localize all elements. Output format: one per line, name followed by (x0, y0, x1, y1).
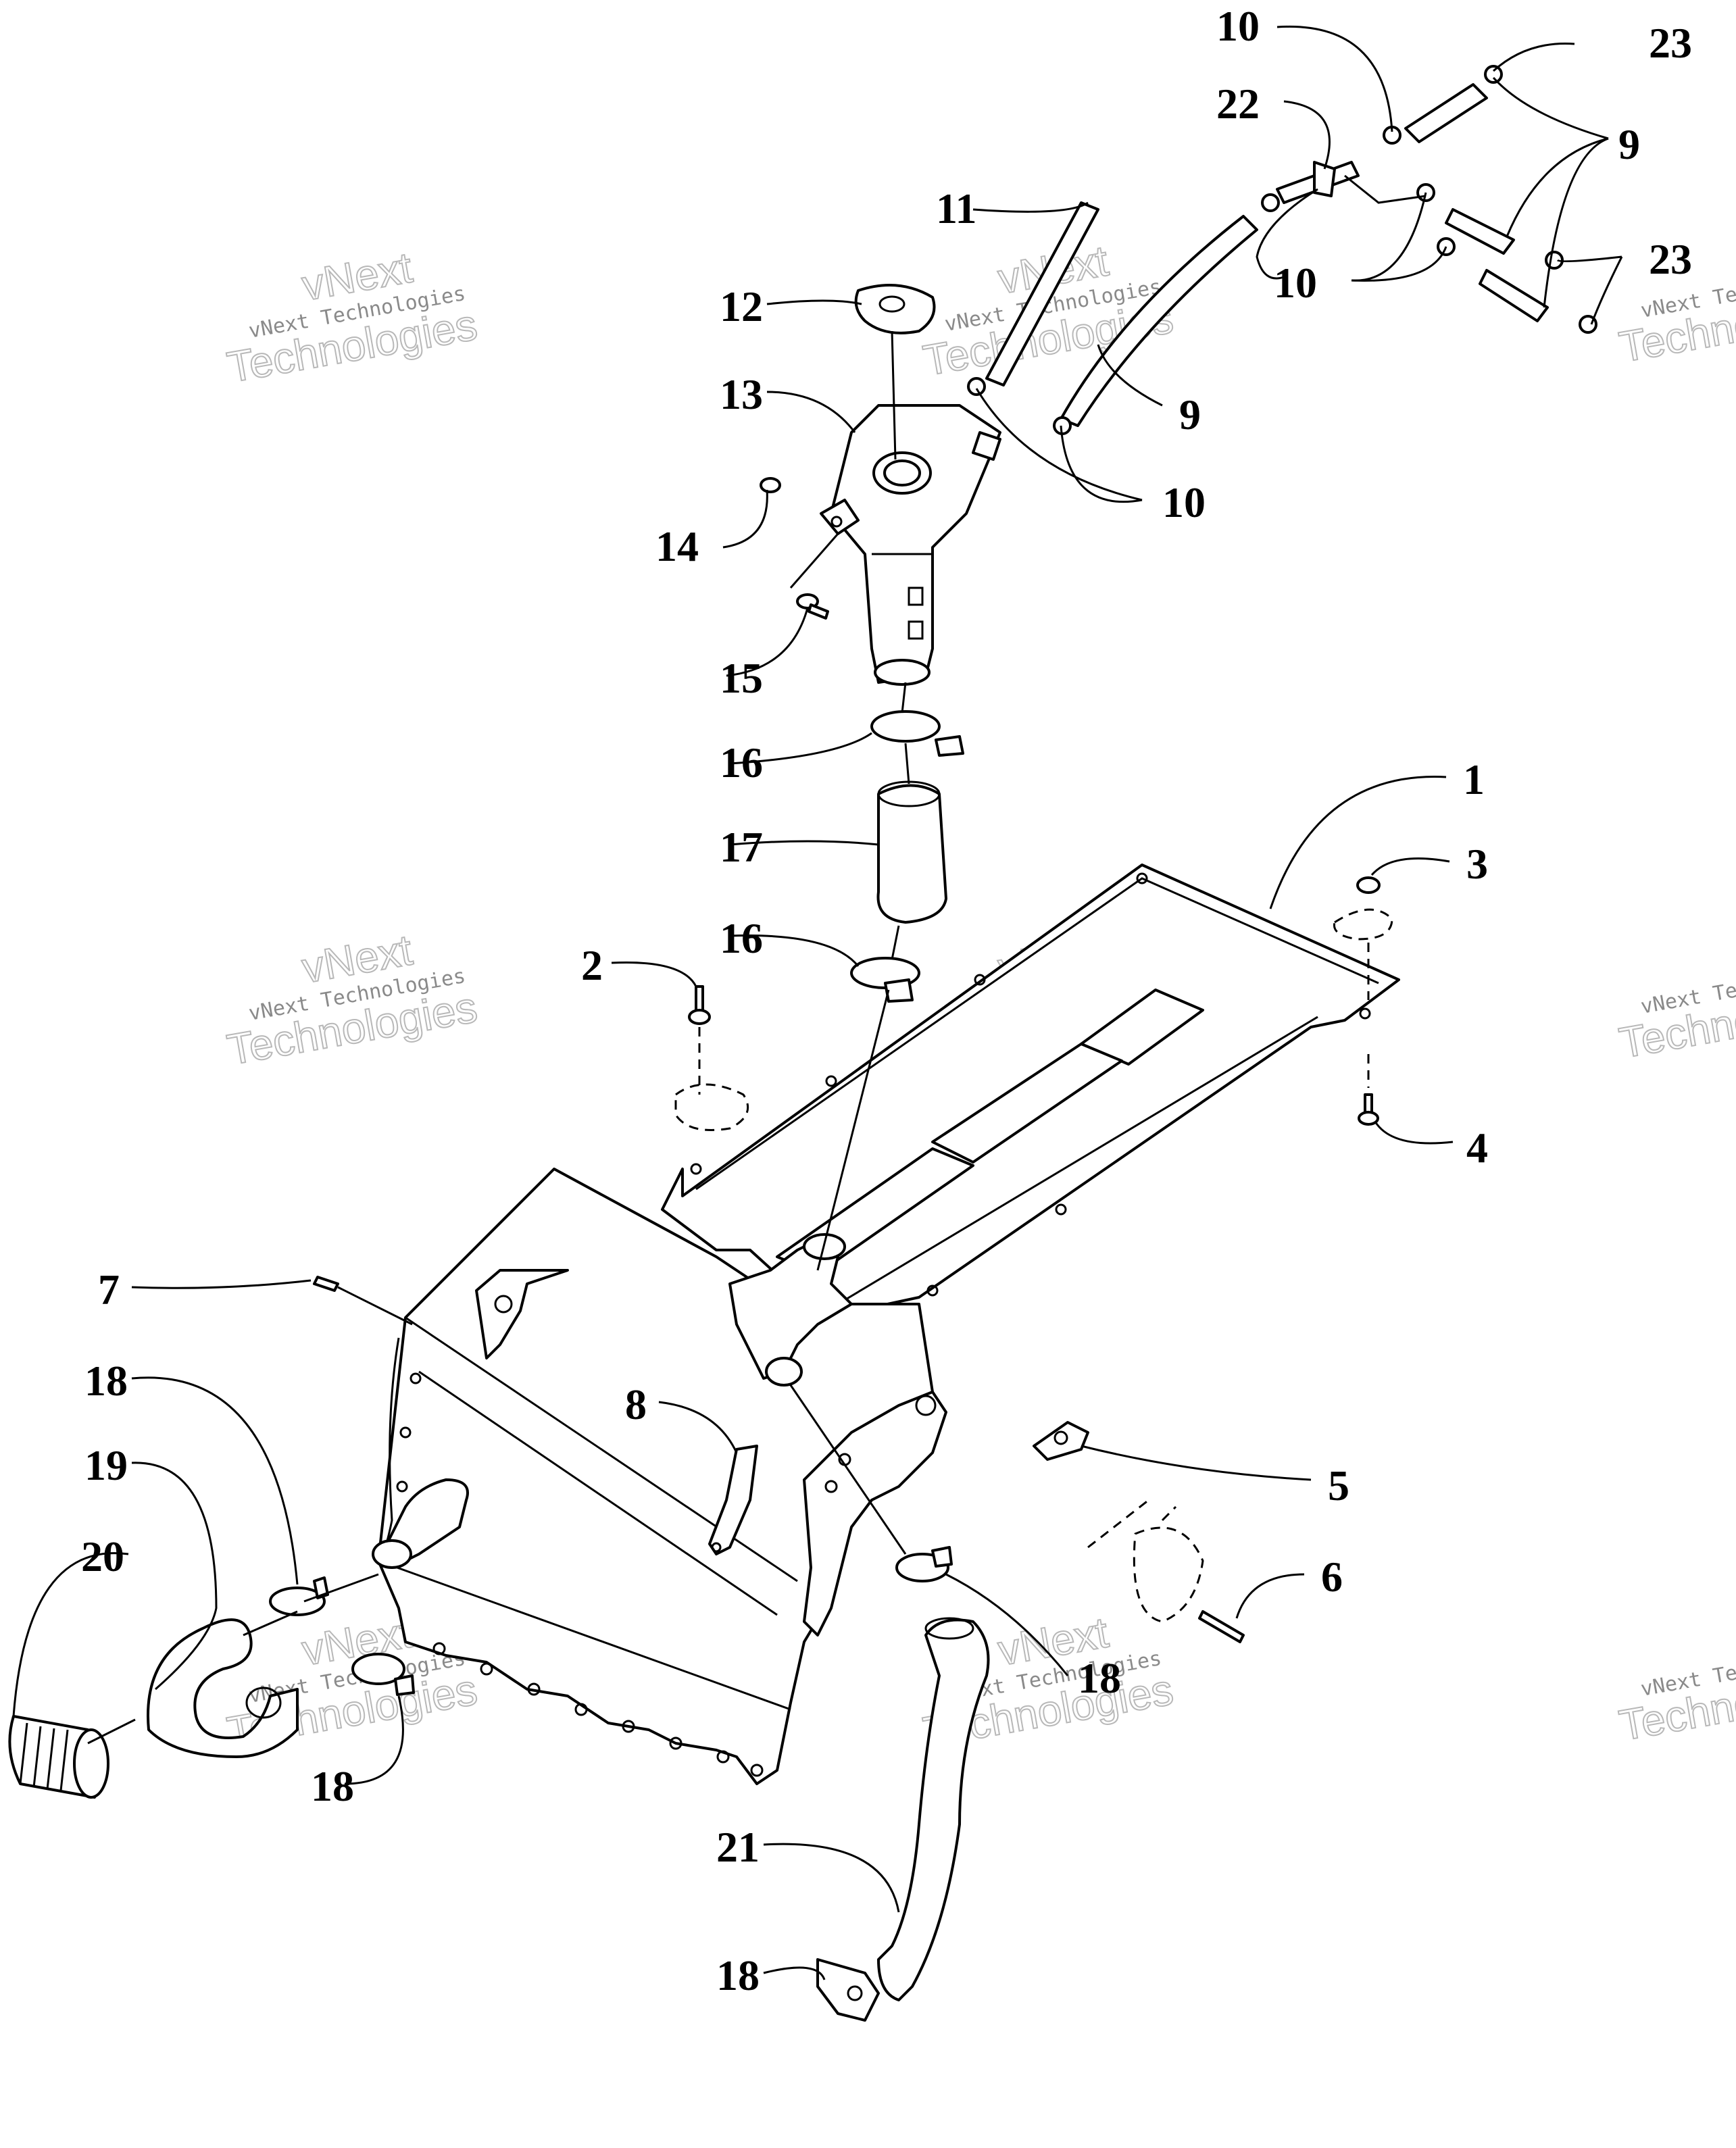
callout-20: 20 (81, 1532, 124, 1580)
part-screw-15 (789, 533, 839, 620)
part-filler-cap (854, 284, 936, 334)
callout-4: 4 (1466, 1124, 1488, 1172)
callout-5: 5 (1328, 1462, 1349, 1509)
part-heat-exchanger (372, 1168, 947, 1785)
part-rivet-6 (1087, 1499, 1245, 1643)
part-rivet-7 (313, 1276, 413, 1326)
part-nut-3 (1333, 876, 1393, 1000)
part-clamp-16-upper (870, 710, 964, 757)
callout-21: 21 (716, 1823, 760, 1871)
part-hose-19 (147, 1618, 299, 1758)
callout-labels: 1 2 3 4 5 6 7 8 9 9 10 10 10 11 12 13 14… (81, 2, 1692, 1999)
part-clamp-18-right (895, 1546, 953, 1582)
part-clamp-18-mid (351, 1653, 415, 1696)
callout-18-right: 18 (1078, 1654, 1121, 1702)
callout-23-top: 23 (1649, 19, 1692, 67)
callout-2: 2 (581, 941, 603, 989)
callout-9-mid: 9 (1179, 391, 1201, 439)
watermark-9: vNext Technologies Technologies (1615, 1640, 1736, 1751)
leader-lines (12, 25, 1623, 1980)
part-hose-9-upper (1383, 65, 1503, 145)
callout-18-bottom: 18 (716, 1951, 760, 1999)
callout-14: 14 (655, 522, 699, 570)
part-rivet-2 (674, 985, 749, 1131)
callout-10-low: 10 (1162, 478, 1206, 526)
part-belly-pan (661, 864, 1400, 1319)
callout-8: 8 (625, 1380, 647, 1428)
callout-3: 3 (1466, 840, 1488, 888)
callout-18-left: 18 (84, 1357, 128, 1405)
part-clamp-18-left (269, 1576, 329, 1616)
callout-1: 1 (1463, 755, 1485, 803)
hose-9-connector (1256, 174, 1427, 280)
callout-10-mid: 10 (1274, 259, 1317, 307)
callout-22: 22 (1216, 80, 1260, 128)
callout-16-upper: 16 (720, 739, 763, 786)
part-vent-hose-9 (1053, 193, 1280, 435)
watermark-8: vNext Technologies Technologies (1615, 957, 1736, 1068)
callout-9-top: 9 (1618, 120, 1640, 168)
callout-23-low: 23 (1649, 235, 1692, 283)
part-clamp-18-bottom (816, 1958, 880, 2022)
callout-17: 17 (720, 823, 763, 871)
part-screw-4 (1358, 1054, 1379, 1126)
part-tee-fitting-22 (1276, 161, 1360, 204)
watermark-1: vNext vNext Technologies Technologies (223, 242, 481, 392)
part-hose-21 (877, 1617, 990, 2001)
part-clamp-16-lower (850, 957, 920, 1003)
part-hose-9-lower (1437, 237, 1597, 334)
part-hose-9-middle (1416, 183, 1564, 270)
callout-18-mid: 18 (311, 1762, 354, 1810)
callout-11: 11 (936, 184, 976, 232)
callout-7: 7 (98, 1266, 120, 1314)
part-filler-neck (820, 404, 1001, 686)
callout-10-top: 10 (1216, 2, 1260, 50)
watermark-3: vNext vNext Technologies Technologies (223, 924, 481, 1074)
callout-12: 12 (720, 282, 763, 330)
callout-19: 19 (84, 1441, 128, 1489)
part-hose-17 (876, 780, 947, 924)
part-hose-20 (8, 1715, 109, 1799)
part-nut-14 (760, 477, 781, 493)
callout-6: 6 (1321, 1553, 1343, 1601)
part-plate-5 (1033, 1421, 1089, 1461)
part-bracket-8 (708, 1445, 758, 1555)
callout-16-lower: 16 (720, 914, 763, 962)
callout-15: 15 (720, 654, 763, 702)
callout-13: 13 (720, 370, 763, 418)
part-overflow-hose-11 (967, 201, 1099, 396)
